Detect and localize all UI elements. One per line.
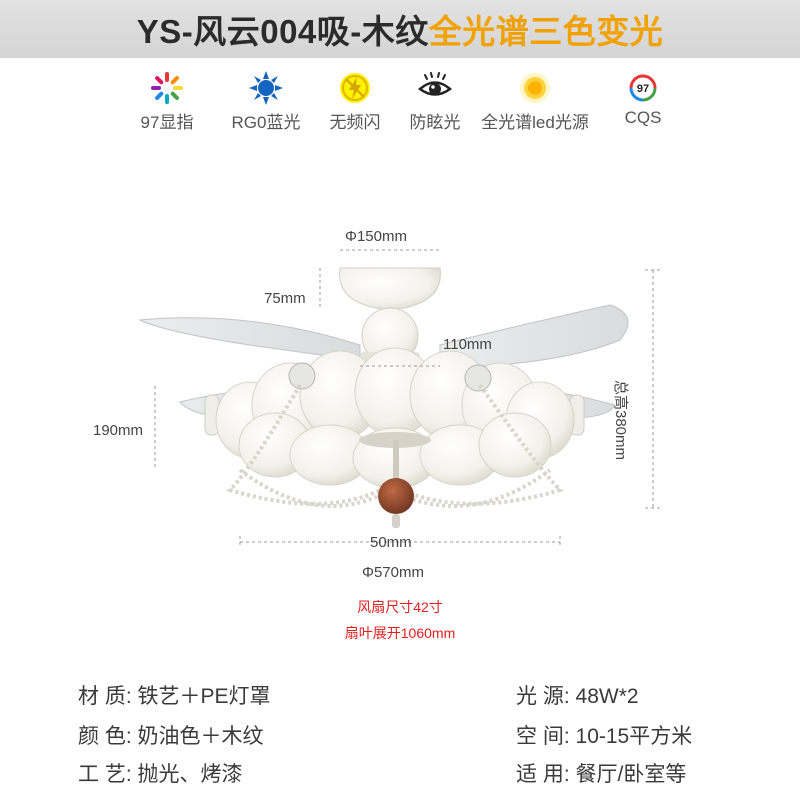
wood-pendant [378,440,414,528]
bead-chains [226,383,564,508]
product-diagram: Φ150mm 75mm 110mm 190mm 50mm Φ570mm 总高38… [0,140,800,650]
feature-label: CQS [624,108,662,127]
spec-key: 工 艺: [78,763,132,786]
feature-label: 无频闪 [329,113,381,132]
spec-light: 光 源: 48W*2 [516,680,639,710]
feature-label: 防眩光 [409,113,461,132]
color-wheel-icon [151,72,183,104]
crystal-flowers [288,362,492,392]
dim-total-height: 总高380mm [612,380,629,461]
title-bar: YS-风云004吸-木纹 全光谱三色变光 [0,0,800,58]
spec-space: 空 间: 10-15平方米 [516,720,692,750]
feature-cqs: 97 CQS [583,70,703,128]
eye-icon [417,72,453,96]
dim-bottom-width: 50mm [370,534,412,551]
spec-usage: 适 用: 餐厅/卧室等 [516,758,686,788]
feature-no-flicker: 无频闪 [295,70,415,133]
feature-anti-glare: 防眩光 [375,70,495,133]
dim-neck-width: 110mm [443,336,492,353]
feature-label: 97显指 [140,113,194,132]
spec-value: 10-15平方米 [575,725,693,748]
feature-label: 全光谱led光源 [481,113,589,132]
dimension-lines [154,249,661,548]
spec-key: 材 质: [78,685,132,708]
glowing-bulb-icon [520,73,550,103]
spec-key: 颜 色: [78,725,132,748]
feature-icons-row: 97显指 RG0蓝光 无频闪 [125,70,675,140]
spec-key: 光 源: [516,685,570,708]
spec-material: 材 质: 铁艺＋PE灯罩 [78,680,271,710]
spec-key: 适 用: [516,763,570,786]
no-flicker-icon [340,73,370,103]
spec-value: 抛光、烤漆 [137,763,243,786]
spec-key: 空 间: [516,725,570,748]
cqs-badge-number: 97 [637,83,649,95]
puff-shade [215,347,575,489]
cqs-badge-icon: 97 [629,74,657,102]
spec-value: 48W*2 [575,685,639,708]
dim-canopy-height: 75mm [264,290,306,307]
feature-color-index: 97显指 [107,70,227,133]
spec-craft: 工 艺: 抛光、烤漆 [78,758,243,788]
dim-body-height: 190mm [93,422,144,439]
spec-table: 材 质: 铁艺＋PE灯罩 颜 色: 奶油色＋木纹 工 艺: 抛光、烤漆 光 源:… [0,674,800,800]
feature-full-spectrum: 全光谱led光源 [475,70,595,133]
fan-light-illustration [138,249,661,548]
title-accent: 全光谱三色变光 [428,13,664,50]
dim-body-diameter: Φ570mm [362,564,424,581]
title-main: YS-风云004吸-木纹 [136,13,429,50]
spec-value: 奶油色＋木纹 [137,725,264,748]
spec-color: 颜 色: 奶油色＋木纹 [78,720,264,750]
dim-top-diameter: Φ150mm [345,228,407,245]
spec-value: 铁艺＋PE灯罩 [137,685,271,708]
feature-label: RG0蓝光 [231,113,301,132]
note-blade-span: 扇叶展开1060mm [344,625,456,641]
feature-blue-light: RG0蓝光 [206,70,326,133]
sun-icon [249,71,283,105]
spec-value: 餐厅/卧室等 [575,763,687,786]
note-fan-size: 风扇尺寸42寸 [357,599,443,615]
